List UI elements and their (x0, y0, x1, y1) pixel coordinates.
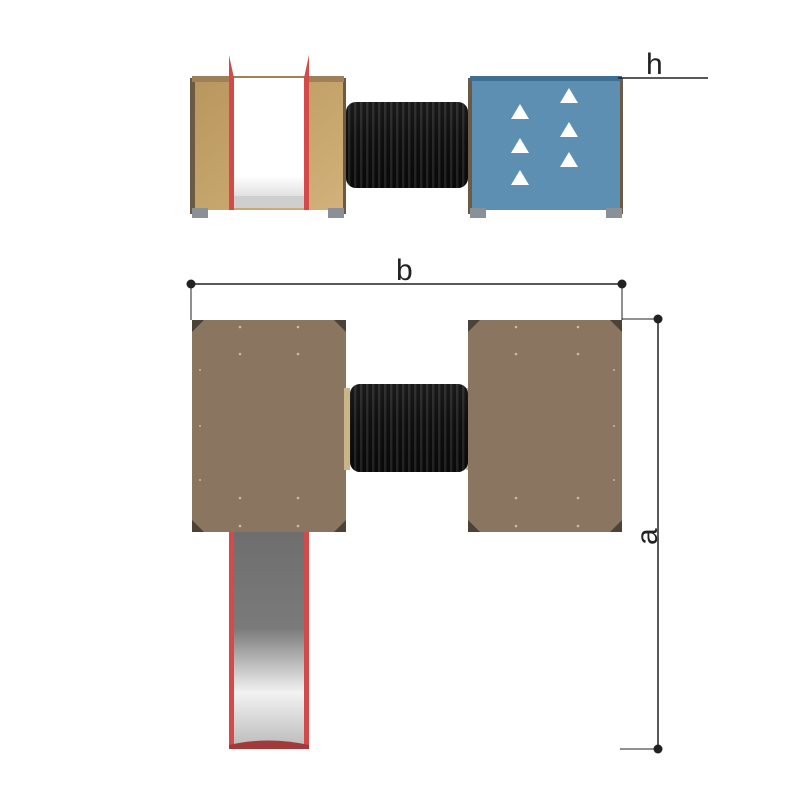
dot-icon (186, 279, 196, 289)
deck-corner-bracket (334, 520, 346, 532)
slide-front-view (232, 78, 306, 208)
left-tower-foot-left (192, 208, 208, 218)
deck-corner-bracket (610, 320, 622, 332)
tunnel-front-shade (346, 102, 468, 188)
triangle-hold-icon (511, 138, 529, 153)
triangle-hold-icon (560, 122, 578, 137)
triangle-hold-icon (511, 170, 529, 185)
dimension-h-label: h (646, 48, 663, 81)
slide-rail-left (229, 532, 234, 748)
right-tower-post-left (468, 78, 474, 214)
deck-corner-bracket (192, 520, 204, 532)
triangle-hold-icon (511, 88, 578, 185)
deck-corner-bracket (468, 320, 480, 332)
triangle-hold-icon (560, 88, 578, 103)
right-deck (468, 320, 622, 532)
right-tower-foot-right (606, 208, 622, 218)
dimension-b: b (186, 254, 627, 320)
tunnel-plan-end-left (344, 388, 350, 470)
dimension-a: a (620, 314, 664, 754)
dot-icon (653, 314, 663, 324)
slide-rail-left-front (229, 55, 234, 210)
deck-corner-bracket (610, 520, 622, 532)
slide-bed (232, 532, 306, 746)
dimension-h: h (618, 48, 708, 81)
deck-corner-bracket (468, 520, 480, 532)
left-tower-post-left (190, 78, 196, 214)
slide-rail-right (304, 532, 309, 748)
blue-climbing-panel (472, 78, 620, 210)
right-deck-plan (468, 320, 622, 532)
slide-exit-curve (229, 740, 309, 749)
dot-icon (653, 744, 663, 754)
right-tower-foot-left (470, 208, 486, 218)
tunnel-plan (344, 384, 472, 472)
triangle-hold-icon (560, 152, 578, 167)
front-elevation: h (190, 48, 708, 218)
right-tower-top-beam (470, 76, 622, 81)
triangle-hold-icon (511, 104, 529, 119)
plan-view: b (186, 254, 664, 754)
dot-icon (617, 279, 627, 289)
left-deck (192, 320, 346, 532)
deck-bolts (199, 325, 300, 528)
left-tower-foot-right (328, 208, 344, 218)
deck-corner-bracket (334, 320, 346, 332)
slide-front-bottom (232, 196, 306, 208)
deck-bolts (514, 325, 615, 528)
tunnel-plan-shade (350, 384, 468, 472)
dimension-a-label: a (631, 528, 664, 545)
right-tower-front (468, 76, 623, 218)
slide-rail-right-front (304, 55, 309, 210)
left-tower-front (190, 55, 346, 218)
dimension-b-label: b (396, 254, 413, 287)
slide-plan (229, 532, 309, 749)
tunnel-front (346, 102, 468, 188)
deck-corner-bracket (192, 320, 204, 332)
left-deck-plan (192, 320, 346, 532)
